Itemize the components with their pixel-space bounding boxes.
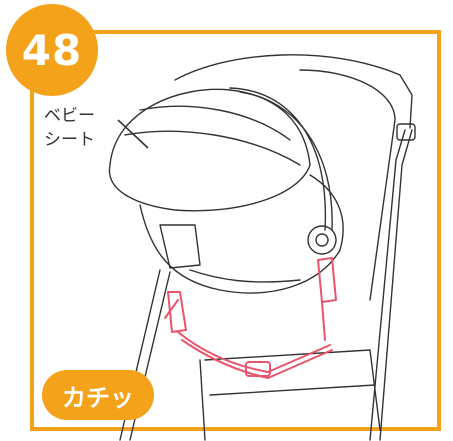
stroller-canopy-back — [299, 69, 396, 301]
frame-joint — [396, 123, 416, 141]
baby-seat-label-line-2: シート — [44, 130, 95, 150]
click-sound-badge: カチッ — [42, 370, 154, 420]
adapter-clip — [245, 361, 271, 377]
stroller-frame-right-2 — [379, 129, 413, 441]
adapter-left — [167, 291, 187, 333]
stroller-handle — [174, 54, 413, 129]
adapter-bar — [177, 331, 331, 373]
baby-seat-label-line-1: ベビー — [44, 106, 95, 126]
baby-seat-label: ベビー シート — [44, 104, 95, 152]
baby-seat-canopy — [108, 88, 311, 212]
stroller-basket — [199, 349, 381, 441]
handle-hub — [307, 225, 337, 255]
carry-handle — [229, 87, 327, 231]
click-sound-text: カチッ — [62, 383, 134, 412]
adapter-right — [317, 257, 337, 303]
baby-seat-shell — [139, 174, 344, 294]
step-number-badge: 48 — [6, 4, 98, 96]
step-number: 48 — [21, 25, 83, 75]
label-pointer-line — [117, 119, 149, 149]
